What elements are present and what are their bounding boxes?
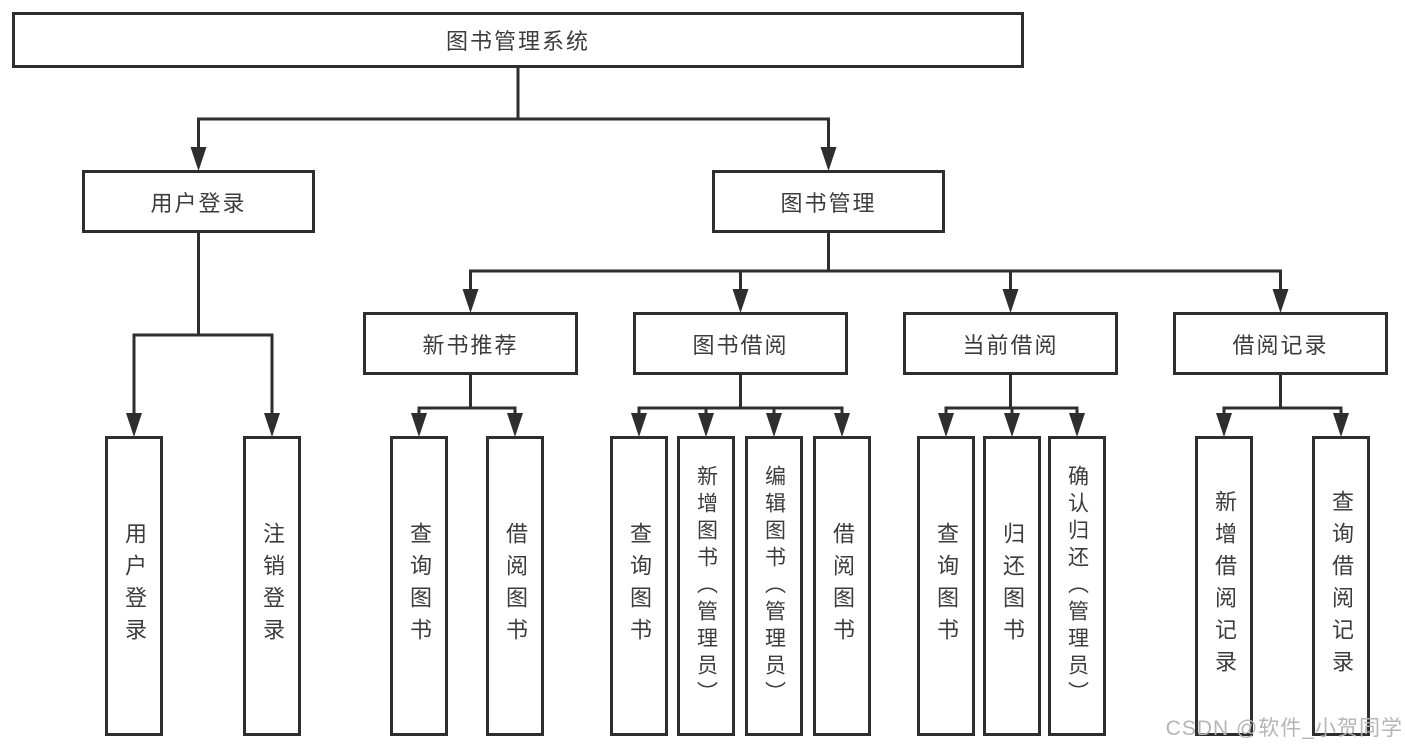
node-cb-query-book: 查询图书 <box>917 436 975 736</box>
node-label: 用户登录 <box>122 522 147 650</box>
node-cb-confirm-return: 确认归还（管理员） <box>1048 436 1106 736</box>
node-label: 查询图书 <box>934 522 959 650</box>
node-book-mgmt: 图书管理 <box>712 170 945 233</box>
watermark: CSDN @软件_小贺同学 <box>1165 717 1403 740</box>
node-book-borrow: 图书借阅 <box>633 312 848 375</box>
node-nbr-query-book: 查询图书 <box>390 436 448 736</box>
arrowhead-icon <box>1004 413 1020 437</box>
node-root: 图书管理系统 <box>12 12 1024 68</box>
node-label: 图书管理 <box>780 190 877 216</box>
node-label: 新增图书（管理员） <box>694 464 718 708</box>
arrowhead-icon <box>1002 289 1019 313</box>
arrowhead-icon <box>766 413 782 437</box>
node-label: 借阅图书 <box>830 522 855 650</box>
node-nbr-borrow-book: 借阅图书 <box>486 436 544 736</box>
node-label: 借阅图书 <box>503 522 528 650</box>
arrowhead-icon <box>126 413 142 437</box>
node-label: 新增借阅记录 <box>1212 490 1237 682</box>
node-new-book-rec: 新书推荐 <box>363 312 578 375</box>
arrowhead-icon <box>834 413 850 437</box>
node-label: 当前借阅 <box>962 332 1059 358</box>
node-label: 归还图书 <box>1000 522 1025 650</box>
arrowhead-icon <box>1333 413 1349 437</box>
node-label: 查询借阅记录 <box>1329 490 1354 682</box>
node-logout-leaf: 注销登录 <box>243 436 301 736</box>
node-label: 图书管理系统 <box>445 29 590 54</box>
node-label: 用户登录 <box>150 190 247 216</box>
node-br-add-record: 新增借阅记录 <box>1195 436 1253 736</box>
node-label: 图书借阅 <box>692 332 789 358</box>
node-label: 借阅记录 <box>1232 332 1329 358</box>
node-user-login-leaf: 用户登录 <box>105 436 163 736</box>
arrowhead-icon <box>1216 413 1232 437</box>
node-bb-query-book: 查询图书 <box>610 436 668 736</box>
arrowhead-icon <box>631 413 647 437</box>
node-bb-borrow-book: 借阅图书 <box>813 436 871 736</box>
arrowhead-icon <box>698 413 714 437</box>
node-br-query-record: 查询借阅记录 <box>1312 436 1370 736</box>
node-bb-edit-book: 编辑图书（管理员） <box>745 436 803 736</box>
node-label: 注销登录 <box>260 522 285 650</box>
node-bb-add-book: 新增图书（管理员） <box>677 436 735 736</box>
node-borrow-records: 借阅记录 <box>1173 312 1388 375</box>
arrowhead-icon <box>264 413 280 437</box>
node-user-login: 用户登录 <box>82 170 315 233</box>
node-label: 新书推荐 <box>422 332 519 358</box>
arrowhead-icon <box>462 289 479 313</box>
node-label: 确认归还（管理员） <box>1065 464 1089 708</box>
node-label: 编辑图书（管理员） <box>762 464 786 708</box>
arrowhead-icon <box>190 147 207 171</box>
arrowhead-icon <box>1272 289 1289 313</box>
node-label: 查询图书 <box>407 522 432 650</box>
arrowhead-icon <box>1069 413 1085 437</box>
arrowhead-icon <box>411 413 427 437</box>
node-current-borrow: 当前借阅 <box>903 312 1118 375</box>
arrowhead-icon <box>820 147 837 171</box>
arrowhead-icon <box>938 413 954 437</box>
arrowhead-icon <box>507 413 523 437</box>
arrowhead-icon <box>732 289 749 313</box>
node-label: 查询图书 <box>627 522 652 650</box>
node-cb-return-book: 归还图书 <box>983 436 1041 736</box>
